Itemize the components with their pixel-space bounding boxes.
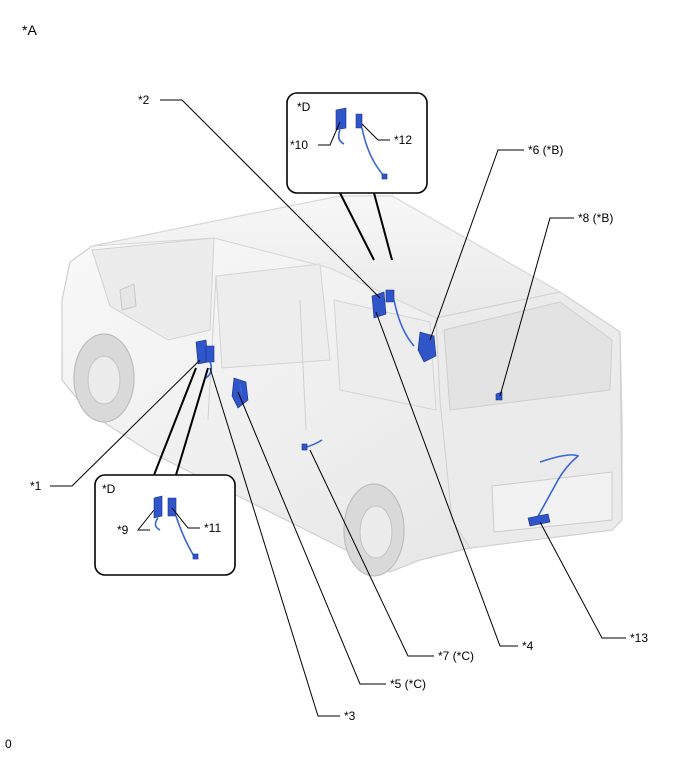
callout-11: *11	[204, 521, 221, 535]
callout-2: *2	[138, 93, 150, 107]
footer-mark: 0	[5, 737, 12, 751]
inset-upper-tag: *D	[297, 100, 311, 114]
inset-pointers	[153, 192, 393, 476]
figure-tag: *A	[22, 22, 37, 38]
callout-7: *7 (*C)	[438, 649, 474, 663]
callout-4: *4	[522, 639, 534, 653]
slide-door-handle-part	[301, 439, 323, 451]
inset-lower: *D	[94, 474, 236, 576]
callout-3: *3	[344, 709, 356, 723]
callout-12: *12	[394, 133, 412, 147]
callout-10: *10	[290, 138, 308, 152]
leader-lines	[50, 99, 626, 717]
callout-labels: *1 *2 *3 *4 *5 (*C) *6 (*B) *7 (*C) *8 (…	[30, 93, 648, 723]
callout-1: *1	[30, 479, 42, 493]
front-door-lock-assemblies	[195, 339, 215, 379]
callout-6: *6 (*B)	[528, 143, 563, 157]
back-door-harness	[527, 454, 580, 527]
callout-5: *5 (*C)	[390, 677, 426, 691]
inset-upper: *D	[286, 92, 428, 194]
callout-13: *13	[630, 631, 648, 645]
rear-door-lock-parts	[371, 289, 437, 363]
callout-8: *8 (*B)	[578, 211, 613, 225]
inset-lower-tag: *D	[102, 482, 116, 496]
callout-9: *9	[117, 523, 129, 537]
